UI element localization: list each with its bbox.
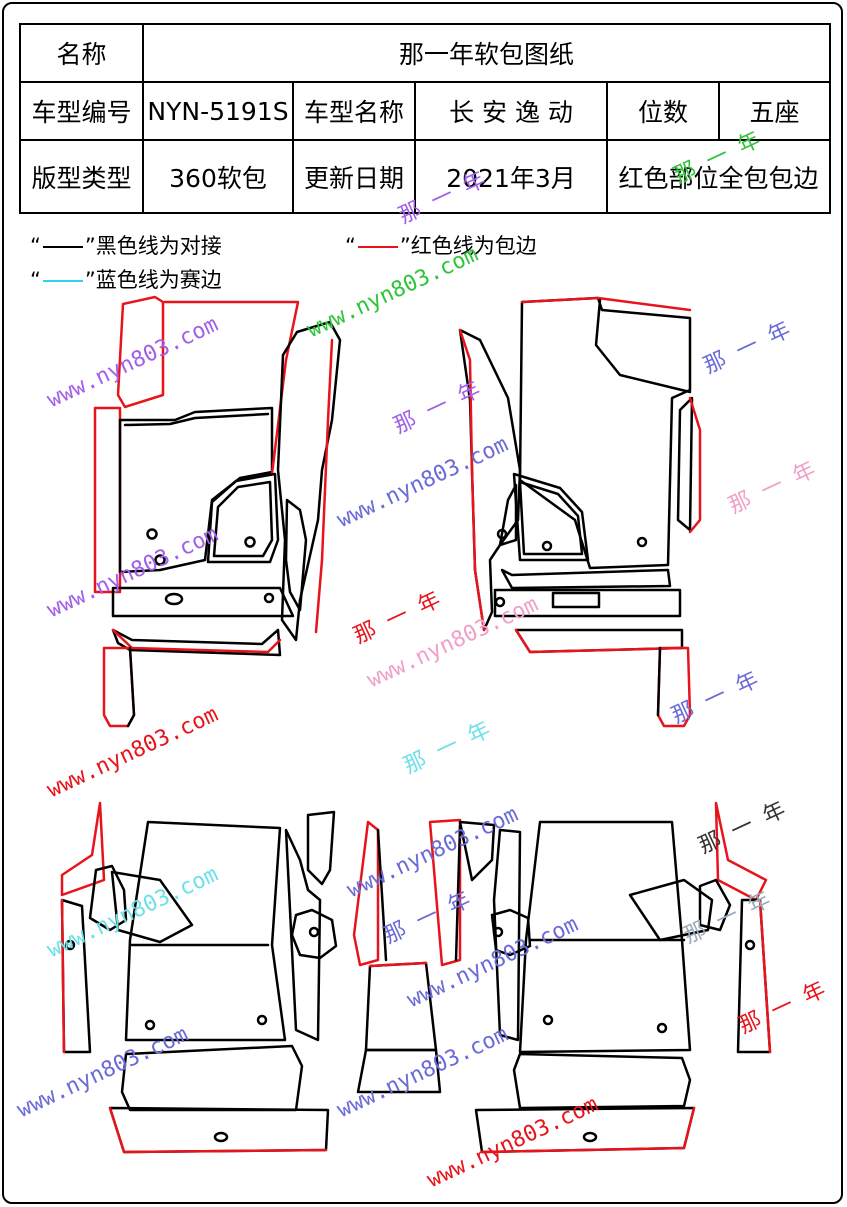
seats-value: 五座 (717, 81, 832, 141)
model-no-label: 车型编号 (19, 81, 144, 141)
ll-main-panel (124, 820, 287, 1042)
ul-front-lip-edge (111, 628, 282, 654)
blue-line-sample (42, 280, 83, 282)
ur-slot (551, 591, 601, 609)
lr-narrow-tab (458, 820, 496, 882)
lr-seat-wing (714, 801, 768, 902)
ll-front-bar-edge (108, 1106, 328, 1154)
lr-front-bar-edge (480, 1106, 696, 1154)
lr-hole (492, 926, 504, 938)
ll-tunnel-strip (284, 828, 322, 1042)
ur-main-panel (518, 296, 692, 570)
legend-blue: “”蓝色线为赛边 (30, 268, 222, 292)
ll-narrow-tab (306, 810, 336, 886)
ll-seat-wing (60, 801, 106, 897)
lc-tunnel-rear (356, 1048, 442, 1094)
lc-tunnel-join (376, 824, 462, 962)
seats-label: 位数 (606, 81, 720, 141)
lr-bracket-cover (628, 878, 714, 942)
black-line-sample (42, 246, 83, 248)
ul-inner-line (123, 412, 270, 427)
update-date-value: 2021年3月 (414, 139, 608, 214)
ur-hole (494, 596, 506, 608)
ul-upper-tab (116, 295, 165, 409)
lr-hole (656, 1022, 668, 1034)
note: 红色部位全包包边 (605, 139, 832, 214)
lr-main-panel (518, 820, 692, 1054)
pattern-type-label: 版型类型 (19, 139, 144, 214)
ul-sill-red-edge (314, 338, 334, 634)
pattern-upper-right (458, 296, 702, 728)
ul-tunnel-piece (206, 472, 280, 564)
name-value: 那一年软包图纸 (141, 23, 832, 83)
name-label: 名称 (19, 23, 144, 83)
lr-bracket (698, 878, 732, 932)
ur-tunnel-inner (518, 480, 584, 556)
ul-hole (263, 592, 275, 604)
ul-main-panel (118, 406, 274, 574)
pattern-lower-right (458, 801, 772, 1154)
ll-bracket-cover (110, 870, 194, 944)
ul-hole (244, 536, 256, 548)
ul-hole (146, 528, 158, 540)
ur-hole (636, 536, 648, 548)
ul-hole (164, 592, 184, 606)
ur-lower-tab-join (656, 646, 662, 717)
model-no-value: NYN-5191S (142, 81, 294, 141)
ur-right-strip (676, 396, 694, 532)
ul-step-bar (111, 586, 295, 618)
ur-step-bar (500, 568, 672, 590)
ll-left-strip-edge (60, 898, 66, 1054)
ur-hole (496, 528, 508, 540)
lr-hole (744, 939, 756, 951)
lr-hole (542, 1014, 554, 1026)
ur-hole (541, 540, 553, 552)
legend-black: “”黑色线为对接 (30, 234, 222, 258)
ll-hole (64, 939, 76, 951)
ll-hole (308, 926, 320, 938)
lr-right-strip-edge (758, 898, 772, 1054)
pattern-type-value: 360软包 (142, 139, 294, 214)
ul-tunnel-inner (212, 480, 274, 558)
model-name-label: 车型名称 (292, 81, 416, 141)
lr-hole (582, 1131, 598, 1143)
info-table: 名称 那一年软包图纸 车型编号 NYN-5191S 车型名称 长 安 逸 动 位… (19, 23, 832, 214)
ll-hole (144, 1019, 156, 1031)
ll-bracket (88, 864, 128, 932)
ur-tunnel-piece (512, 472, 590, 562)
ul-side-piece (284, 498, 308, 612)
ul-sill-strip (276, 320, 342, 642)
lr-rear-panel (512, 1052, 692, 1110)
lc-left-tunnel-edge (352, 820, 380, 967)
pattern-lower-left (60, 801, 338, 1154)
ur-front-lip-edge (514, 628, 684, 654)
pattern-lower-center (352, 818, 462, 1094)
ul-hole (154, 554, 166, 566)
lc-tunnel-top-edge (368, 961, 428, 968)
red-line-sample (357, 246, 398, 248)
ur-top-edge (520, 296, 692, 312)
update-date-label: 更新日期 (292, 139, 416, 214)
ll-hole (256, 1014, 268, 1026)
ur-right-strip-edge (688, 396, 702, 534)
ur-corner-line (594, 298, 692, 394)
ul-left-strip (93, 406, 122, 594)
ll-seat-mount (290, 908, 338, 960)
ur-sill-red-edge (458, 328, 486, 632)
ur-step-bar-2 (493, 588, 682, 618)
ll-hole (213, 1131, 229, 1143)
ll-front-bar (108, 1106, 330, 1154)
lr-tunnel-strip (492, 828, 522, 1042)
ul-lower-tab-join (126, 646, 136, 728)
model-name-value: 长 安 逸 动 (414, 81, 608, 141)
ul-top-edge (163, 300, 300, 476)
legend-red: “”红色线为包边 (345, 234, 537, 258)
pattern-upper-left (93, 295, 342, 728)
lc-right-tunnel-edge (428, 818, 462, 967)
